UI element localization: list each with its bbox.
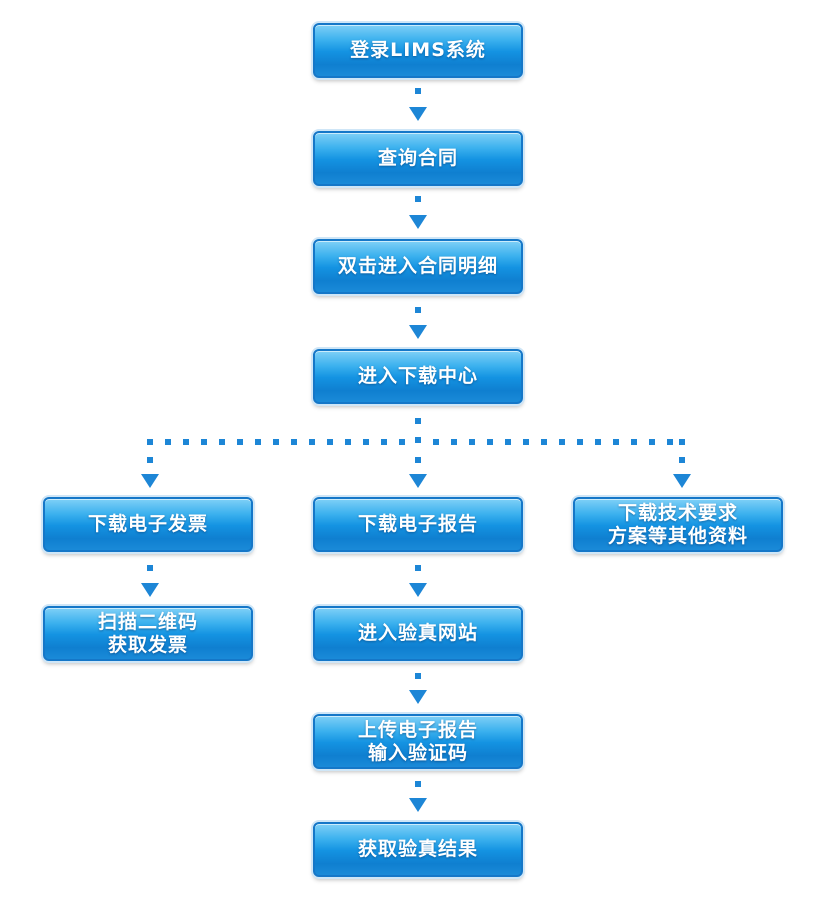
node-download-tech-docs-line2: 方案等其他资料 (607, 524, 748, 547)
node-open-contract-detail: 双击进入合同明细 (313, 239, 523, 294)
node-download-center: 进入下载中心 (313, 349, 523, 404)
node-download-invoice-label: 下载电子发票 (87, 513, 208, 535)
arrow-icon (409, 474, 427, 488)
arrow-icon (409, 325, 427, 339)
arrow-icon (409, 583, 427, 597)
node-download-report: 下载电子报告 (313, 497, 523, 552)
arrow-icon (141, 474, 159, 488)
node-download-center-label: 进入下载中心 (357, 365, 478, 387)
node-download-tech-docs-line1: 下载技术要求 (617, 501, 738, 524)
node-verify-result: 获取验真结果 (313, 822, 523, 877)
arrow-icon (673, 474, 691, 488)
node-verify-site-label: 进入验真网站 (357, 622, 478, 644)
node-verify-result-label: 获取验真结果 (357, 838, 478, 860)
node-upload-report-line2: 输入验证码 (367, 741, 468, 764)
node-login-label: 登录LIMS系统 (350, 39, 486, 61)
arrow-icon (409, 690, 427, 704)
node-upload-report: 上传电子报告 输入验证码 (313, 714, 523, 769)
node-query-contract-label: 查询合同 (377, 147, 458, 169)
arrow-icon (409, 798, 427, 812)
node-upload-report-line1: 上传电子报告 (357, 718, 478, 741)
node-scan-qr-invoice-line2: 获取发票 (107, 633, 188, 656)
node-verify-site: 进入验真网站 (313, 606, 523, 661)
node-download-invoice: 下载电子发票 (43, 497, 253, 552)
node-open-contract-detail-label: 双击进入合同明细 (337, 255, 498, 277)
arrow-icon (409, 107, 427, 121)
node-query-contract: 查询合同 (313, 131, 523, 186)
arrow-icon (409, 215, 427, 229)
arrow-icon (141, 583, 159, 597)
node-scan-qr-invoice: 扫描二维码 获取发票 (43, 606, 253, 661)
node-scan-qr-invoice-line1: 扫描二维码 (97, 610, 198, 633)
node-download-tech-docs: 下载技术要求 方案等其他资料 (573, 497, 783, 552)
node-login: 登录LIMS系统 (313, 23, 523, 78)
node-download-report-label: 下载电子报告 (357, 513, 478, 535)
